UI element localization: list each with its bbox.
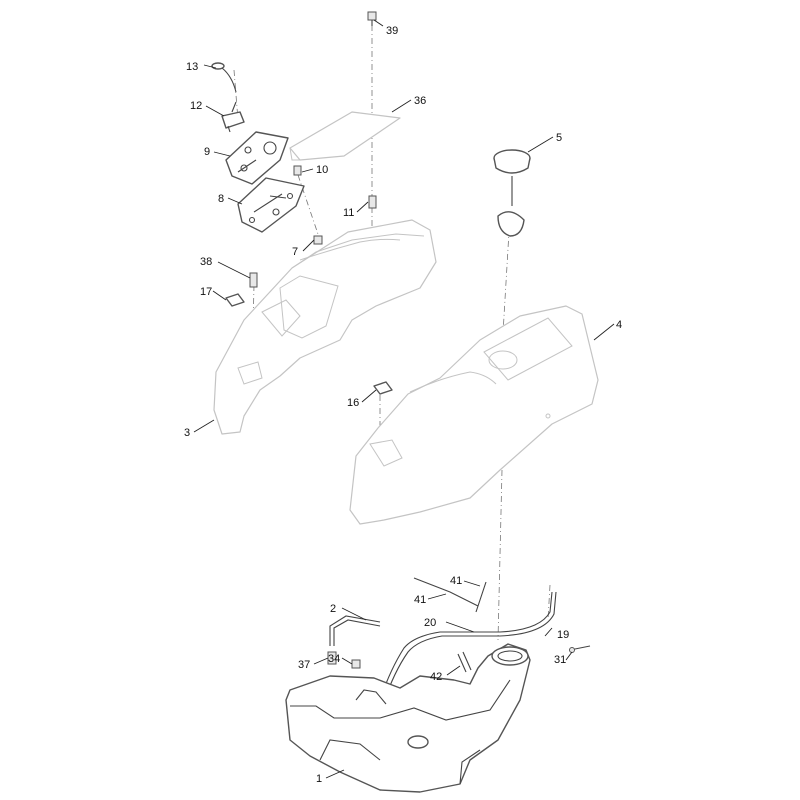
callout-34: 34 (328, 653, 340, 665)
part-8-mounting-plate (237, 177, 305, 233)
callout-10: 10 (316, 164, 328, 176)
part-36-cover-plate (289, 111, 401, 161)
callout-8: 8 (218, 193, 224, 205)
part-17-cap (225, 293, 245, 307)
callout-4: 4 (616, 319, 622, 331)
part-2-bent-tube (329, 615, 381, 646)
part-20-fuel-line (379, 591, 557, 703)
part-41-rods (413, 577, 487, 613)
callout-39: 39 (386, 25, 398, 37)
part-13-pin (211, 62, 237, 93)
part-3-body-panel (213, 219, 437, 435)
callout-16: 16 (347, 397, 359, 409)
callout-12: 12 (190, 100, 202, 112)
callout-42: 42 (430, 671, 442, 683)
callout-31: 31 (554, 654, 566, 666)
part-38-bolt (249, 272, 258, 288)
callout-labels: 13 12 9 8 10 7 11 38 17 3 16 39 36 5 4 4… (184, 25, 622, 785)
callout-1: 1 (316, 773, 322, 785)
leader-lines (193, 19, 615, 779)
callout-11: 11 (343, 207, 354, 219)
callout-19: 19 (557, 629, 569, 641)
callout-36: 36 (414, 95, 426, 107)
part-10-screw (293, 165, 302, 176)
callout-37: 37 (298, 659, 310, 671)
part-11-bolt (368, 195, 377, 209)
callout-38: 38 (200, 256, 212, 268)
callout-7: 7 (292, 246, 298, 258)
callout-9: 9 (204, 146, 210, 158)
part-1-fuel-tank (285, 643, 531, 793)
part-34-nut (351, 659, 361, 669)
callout-17: 17 (200, 286, 212, 298)
callout-3: 3 (184, 427, 190, 439)
part-12-latch (221, 101, 245, 133)
part-16-cap (373, 381, 393, 395)
part-42-rod (457, 651, 472, 673)
part-4-chassis-cover (349, 305, 599, 525)
callout-20: 20 (424, 617, 436, 629)
part-31-fitting (569, 645, 591, 653)
callout-41-upper: 41 (450, 575, 462, 587)
callout-13: 13 (186, 61, 198, 73)
callout-5: 5 (556, 132, 562, 144)
callout-2: 2 (330, 603, 336, 615)
part-39-bolt (367, 11, 377, 26)
part-7-clip-nut (313, 235, 323, 245)
part-5-fuel-cap (493, 149, 531, 237)
callout-41-lower: 41 (414, 594, 426, 606)
part-9-bracket-plate (225, 131, 289, 185)
